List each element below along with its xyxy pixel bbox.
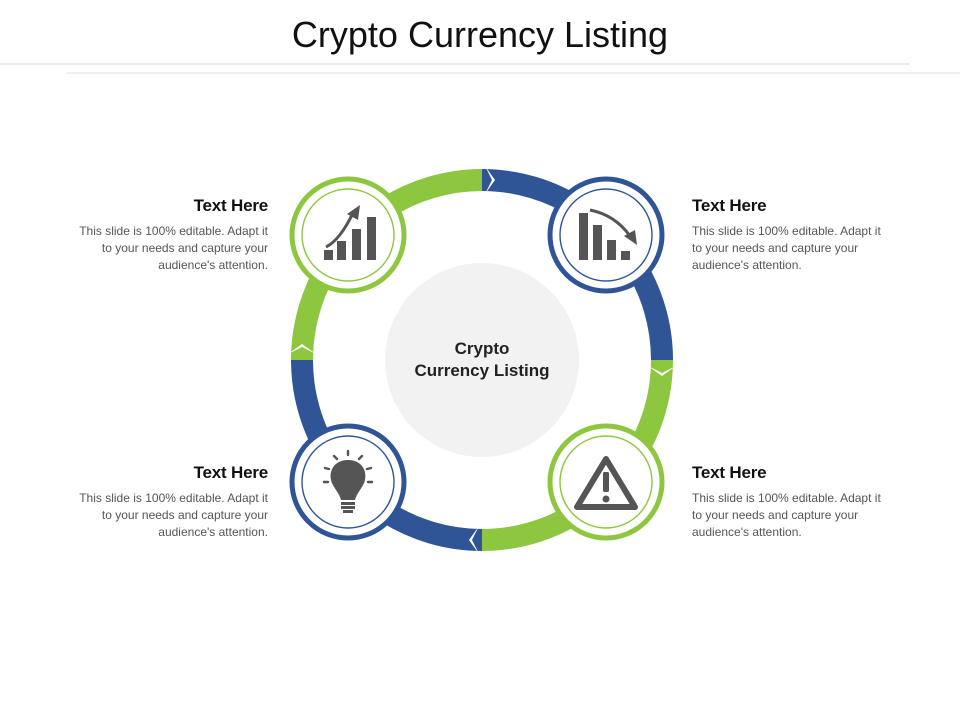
node-top-left bbox=[289, 176, 407, 294]
arc-top-green bbox=[378, 169, 483, 219]
block-heading: Text Here bbox=[193, 196, 269, 215]
text-block-top-left: Text Here This slide is 100% editable. A… bbox=[68, 196, 268, 274]
text-block-bottom-left: Text Here This slide is 100% editable. A… bbox=[68, 463, 268, 541]
lightbulb-icon bbox=[322, 449, 374, 513]
arc-bottomleft-blue bbox=[378, 501, 483, 551]
text-block-top-right: Text Here This slide is 100% editable. A… bbox=[692, 196, 892, 274]
node-bottom-right bbox=[547, 423, 665, 541]
center-label-line1: Crypto bbox=[454, 339, 510, 358]
block-body: This slide is 100% editable. Adapt it to… bbox=[79, 491, 268, 539]
notch-left bbox=[288, 344, 316, 354]
title-divider-secondary bbox=[66, 72, 960, 74]
block-body: This slide is 100% editable. Adapt it to… bbox=[79, 224, 268, 272]
declining-chart-icon bbox=[579, 208, 637, 260]
block-heading: Text Here bbox=[193, 463, 269, 482]
block-body: This slide is 100% editable. Adapt it to… bbox=[692, 491, 881, 539]
center-label-line2: Currency Listing bbox=[414, 361, 550, 380]
notch-top bbox=[485, 166, 495, 194]
center-circle bbox=[385, 263, 579, 457]
slide-title: Crypto Currency Listing bbox=[291, 14, 669, 55]
notch-right bbox=[648, 366, 676, 376]
growth-chart-icon bbox=[324, 205, 376, 260]
node-bottom-left bbox=[289, 423, 407, 541]
node-top-right bbox=[547, 176, 665, 294]
warning-icon bbox=[574, 456, 638, 510]
block-heading: Text Here bbox=[692, 463, 767, 482]
block-heading: Text Here bbox=[692, 196, 767, 215]
notch-bottom bbox=[469, 526, 479, 554]
title-divider bbox=[0, 63, 910, 65]
text-block-bottom-right: Text Here This slide is 100% editable. A… bbox=[692, 463, 892, 541]
center-label: Crypto Currency Listing bbox=[386, 338, 578, 382]
block-body: This slide is 100% editable. Adapt it to… bbox=[692, 224, 881, 272]
